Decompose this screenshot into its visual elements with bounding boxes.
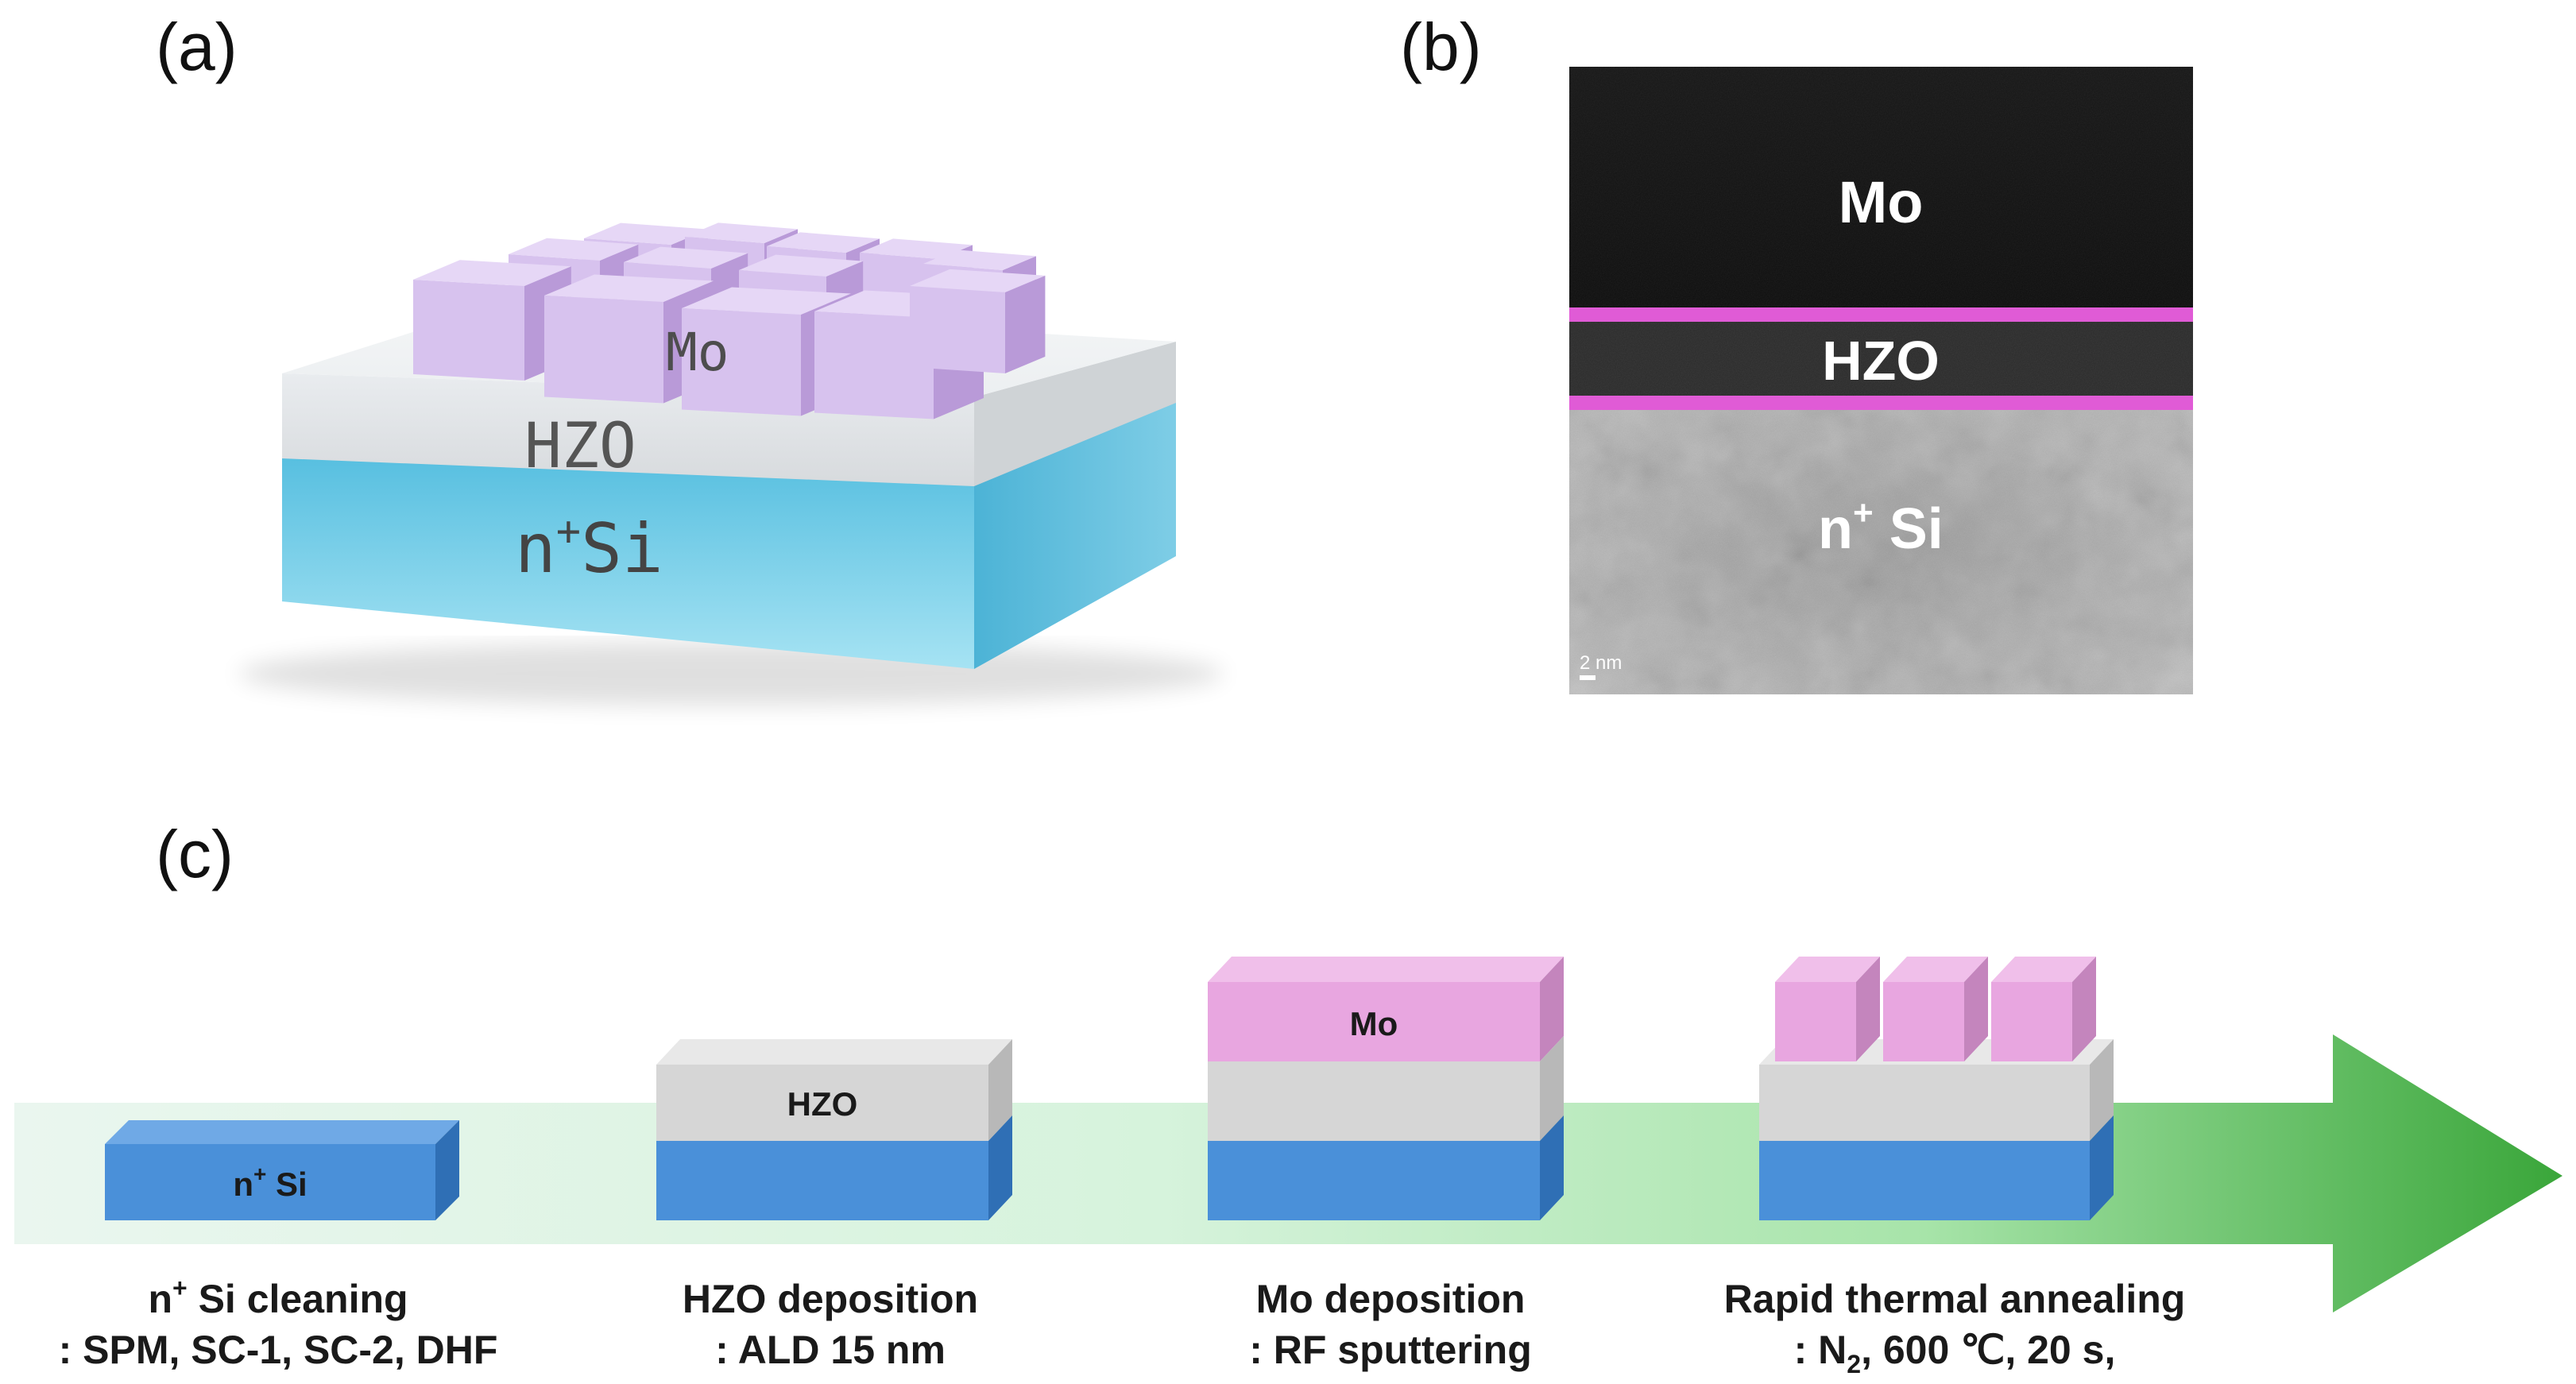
step1-si-top xyxy=(105,1120,459,1144)
tem-interface-line-bottom xyxy=(1569,396,2193,410)
mo-cube-top xyxy=(624,246,748,269)
step3-mo-top xyxy=(1208,957,1564,982)
panel-a: (a) HZO n+Si Mo xyxy=(156,10,1224,706)
step3-hzo-side xyxy=(1540,1036,1564,1141)
tem-interface-line-top xyxy=(1569,307,2193,322)
process-step-4 xyxy=(1759,957,2114,1220)
mo-cube-array xyxy=(413,222,1046,419)
mo-cube-top xyxy=(682,287,851,315)
step4-mo-pad-3 xyxy=(1991,957,2096,1061)
step1-caption-line1: n+ Si cleaning xyxy=(148,1274,408,1321)
mo-cube-side xyxy=(1005,275,1046,373)
step4-caption-line1: Rapid thermal annealing xyxy=(1724,1277,2186,1321)
mo-cube-top xyxy=(767,232,880,253)
process-step-3: Mo xyxy=(1208,957,1564,1220)
mo-cube-front xyxy=(413,280,524,381)
step4-hzo-side xyxy=(2090,1039,2114,1141)
mo-cube-top xyxy=(923,249,1036,270)
mo-cube-top xyxy=(910,269,1046,292)
tem-mo-label: Mo xyxy=(1839,169,1924,235)
mo-cube-front xyxy=(910,286,1005,373)
mo-cube-top xyxy=(685,222,798,243)
step2-caption-line1: HZO deposition xyxy=(683,1277,978,1321)
step2-si-front xyxy=(656,1141,988,1220)
step3-si-front xyxy=(1208,1141,1540,1220)
tem-scale-bar-label: 2 nm xyxy=(1580,652,1622,674)
panel-c-label: (c) xyxy=(156,817,234,891)
panel-a-label: (a) xyxy=(156,10,238,84)
mo-cube xyxy=(910,269,1046,373)
step4-hzo-front xyxy=(1759,1065,2090,1141)
step3-hzo-front xyxy=(1208,1061,1540,1141)
mo-cube-top xyxy=(509,238,639,261)
mo-cube-top xyxy=(544,274,714,302)
step3-si-side xyxy=(1540,1115,1564,1220)
step3-mo-front xyxy=(1208,982,1540,1061)
step1-si-front xyxy=(105,1144,435,1220)
mo-cube-top xyxy=(584,222,709,245)
mo-cube-front xyxy=(682,308,801,416)
step2-hzo-front xyxy=(656,1065,988,1141)
step4-si-front xyxy=(1759,1141,2090,1220)
step1-box-label: n+ Si xyxy=(233,1162,307,1203)
hzo-label-3d: HZO xyxy=(524,411,636,482)
process-step-1: n+ Si xyxy=(105,1120,459,1220)
step2-caption-line2: : ALD 15 nm xyxy=(715,1328,946,1372)
tem-si-label: n+ Si xyxy=(1818,493,1944,561)
tem-hzo-label: HZO xyxy=(1822,330,1940,392)
panel-c: (c) n+ Si HZO Mo xyxy=(14,817,2562,1378)
step3-box-label: Mo xyxy=(1350,1005,1398,1042)
mo-cube-front xyxy=(544,296,663,404)
step1-si-side xyxy=(435,1120,459,1220)
si-label-3d: n+Si xyxy=(515,508,663,589)
hzo-side-face xyxy=(974,342,1176,486)
tem-image: Mo HZO n+ Si 2 nm xyxy=(1569,67,2193,694)
step4-si-side xyxy=(2090,1115,2114,1220)
step2-box-label: HZO xyxy=(787,1085,858,1123)
mo-cube-top xyxy=(860,238,973,259)
process-step-2: HZO xyxy=(656,1039,1012,1220)
si-substrate-3d xyxy=(282,401,1176,669)
si-front-face xyxy=(282,457,974,669)
tem-scale-bar xyxy=(1580,675,1595,680)
panel-b-label: (b) xyxy=(1400,10,1482,84)
step3-mo-side xyxy=(1540,957,1564,1061)
mo-label-3d: Mo xyxy=(666,322,729,383)
step2-hzo-side xyxy=(988,1039,1012,1141)
step4-mo-pad-2 xyxy=(1883,957,1988,1061)
si-side-face xyxy=(974,401,1176,669)
panel-b: (b) Mo HZO n+ Si 2 nm xyxy=(1400,10,2193,694)
device-shadow xyxy=(238,642,1224,706)
mo-cube-front xyxy=(814,311,934,419)
step2-si-side xyxy=(988,1115,1012,1220)
step3-caption-line1: Mo deposition xyxy=(1256,1277,1526,1321)
step4-caption-line2: : N2, 600 ℃, 20 s, xyxy=(1794,1328,2116,1378)
step2-hzo-top xyxy=(656,1039,1012,1065)
step4-mo-pad-1 xyxy=(1775,957,1880,1061)
step3-caption-line2: : RF sputtering xyxy=(1249,1328,1532,1372)
step1-caption-line2: : SPM, SC-1, SC-2, DHF xyxy=(59,1328,498,1372)
mo-cube-top xyxy=(739,254,864,276)
mo-cube-top xyxy=(413,260,571,286)
